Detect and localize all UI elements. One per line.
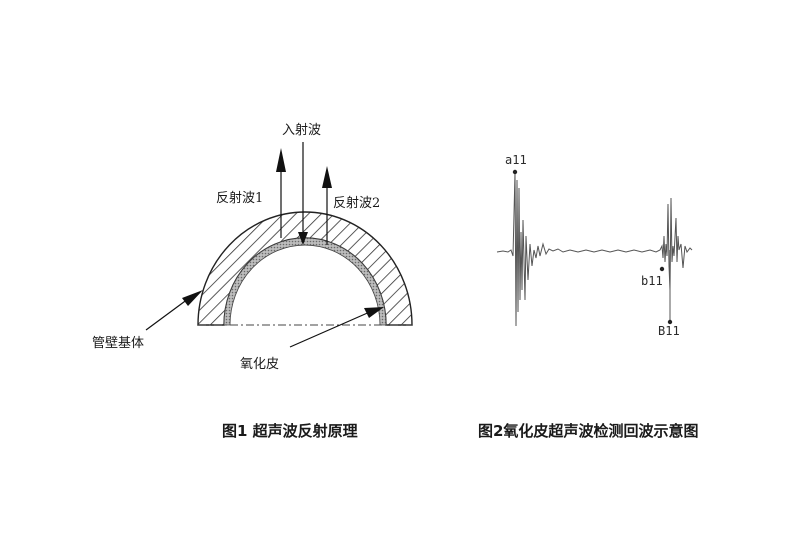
- incident-wave-label: 入射波: [282, 122, 321, 138]
- a11-label: a11: [505, 153, 527, 167]
- substrate-arrowhead: [182, 290, 203, 306]
- reflected-wave-1-arrowhead: [276, 148, 286, 172]
- substrate-label: 管壁基体: [92, 336, 144, 351]
- figure2-caption: 图2氧化皮超声波检测回波示意图: [478, 422, 699, 440]
- b11-label: b11: [641, 274, 663, 288]
- oxide-arrowhead: [364, 307, 384, 318]
- figure1-pipe-diagram: 入射波 反射波1 反射波2 管壁基体 氧化皮: [92, 122, 413, 372]
- b11-marker: [659, 266, 665, 272]
- substrate-pointer: [145, 295, 193, 331]
- incident-arrowhead: [298, 232, 308, 245]
- figure1-caption: 图1 超声波反射原理: [222, 422, 358, 440]
- oxide-label: 氧化皮: [240, 357, 279, 372]
- B11-marker: [667, 319, 673, 325]
- figure2-echo-waveform: a11 b11 B11: [496, 153, 693, 338]
- reflected-wave-1-label: 反射波1: [216, 190, 263, 206]
- oxide-pointer: [289, 310, 373, 348]
- reflected-wave-2-arrowhead: [322, 166, 332, 188]
- echo-waveform-trace: [496, 171, 693, 327]
- reflected-wave-2-label: 反射波2: [333, 195, 380, 211]
- a11-marker: [512, 169, 518, 175]
- B11-label: B11: [658, 324, 680, 338]
